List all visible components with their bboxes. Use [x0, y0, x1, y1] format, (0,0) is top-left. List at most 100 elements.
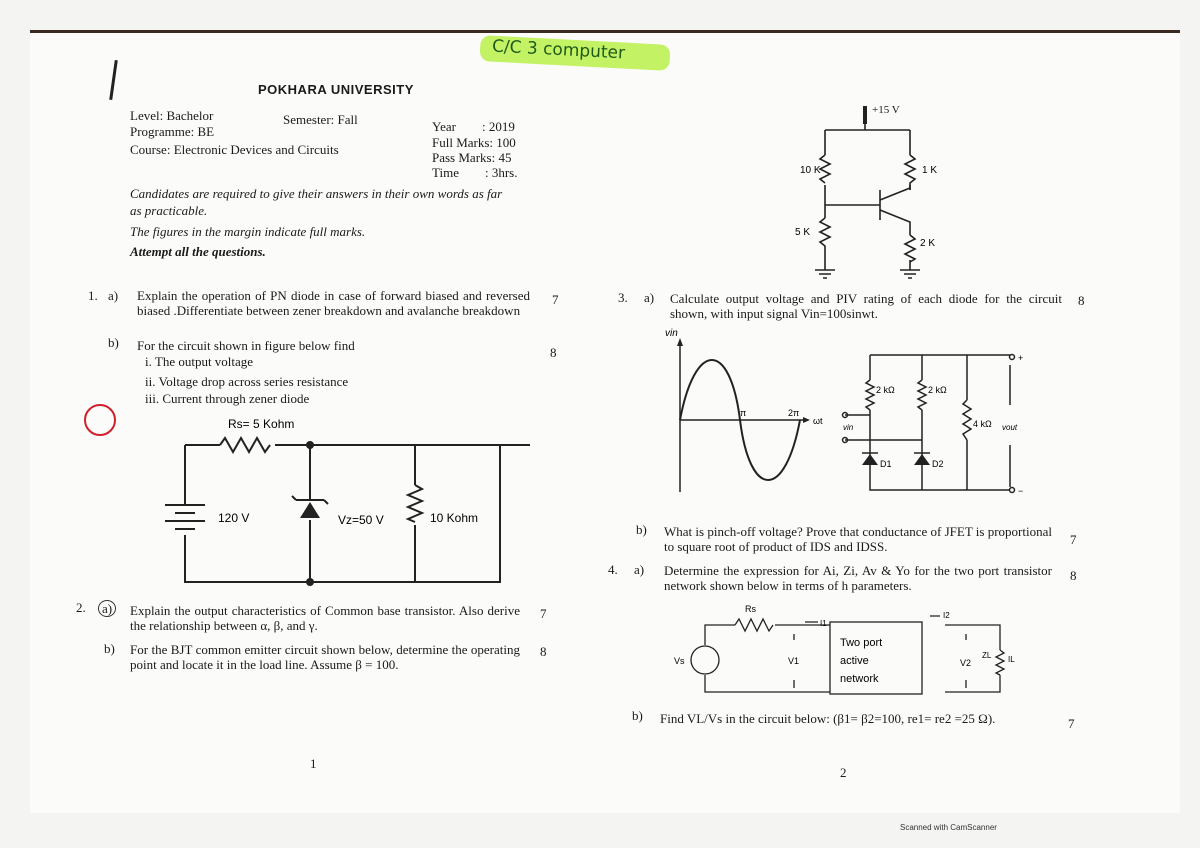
page-number: 2	[840, 765, 847, 780]
q1b-label: b)	[108, 335, 119, 350]
instruction: The figures in the margin indicate full …	[130, 224, 366, 239]
semester: Semester: Fall	[283, 112, 358, 127]
resistor-rc	[903, 154, 917, 190]
rs-label: Rs= 5 Kohm	[228, 417, 294, 431]
box-label-line2: active	[840, 655, 869, 667]
r1-label: 2 kΩ	[876, 385, 895, 395]
q3b-label: b)	[636, 522, 647, 537]
minus-label: −	[1018, 486, 1023, 496]
q2-number: 2.	[76, 600, 86, 615]
q1a-marks: 7	[552, 292, 559, 307]
year: Year : 2019	[432, 119, 515, 134]
time: Time : 3hrs.	[432, 165, 518, 180]
v2-label: V2	[960, 658, 971, 668]
instruction: Attempt all the questions.	[130, 244, 266, 259]
page-number: 1	[310, 756, 317, 771]
zl-label: ZL	[982, 651, 992, 660]
diode-d1	[862, 454, 878, 465]
plus-label: +	[1018, 353, 1023, 363]
instruction: as practicable.	[130, 203, 208, 218]
q4a-marks: 8	[1070, 568, 1077, 583]
sine-curve	[679, 359, 801, 481]
load-resistor	[405, 484, 425, 523]
wire	[184, 444, 530, 583]
x-axis-label: ωt	[813, 416, 823, 426]
load-resistor	[994, 649, 1006, 676]
battery	[165, 504, 205, 530]
bjt-circuit-diagram: 10 K 1 K 5 K 2 K	[795, 106, 937, 279]
d2-label: D2	[932, 459, 944, 469]
i2-label: I2	[943, 611, 950, 620]
q1a-text: Explain the operation of PN diode in cas…	[137, 288, 530, 318]
resistor-rs	[734, 617, 774, 633]
exam-paper	[30, 30, 1180, 813]
vs-label: Vs	[674, 656, 685, 666]
two-pi-tick-label: 2π	[788, 408, 799, 418]
vout-label: vout	[1002, 423, 1018, 432]
y-axis-label: vin	[665, 328, 678, 339]
full-marks: Full Marks: 100	[432, 135, 516, 150]
q4b-label: b)	[632, 708, 643, 723]
q4a-text: Determine the expression for Ai, Zi, Av …	[664, 563, 1052, 593]
q2a-label: a)	[98, 600, 117, 617]
q1b-text: For the circuit shown in figure below fi…	[137, 338, 355, 353]
q4-number: 4.	[608, 562, 618, 577]
resistor-re	[903, 234, 917, 263]
q3b-marks: 7	[1070, 532, 1077, 547]
q4a-label: a)	[634, 562, 645, 577]
course: Course: Electronic Devices and Circuits	[130, 142, 339, 157]
two-port-box	[829, 621, 923, 695]
university-title: POKHARA UNIVERSITY	[258, 82, 414, 97]
q3b-text: What is pinch-off voltage? Prove that co…	[664, 524, 1052, 554]
level: Level: Bachelor	[130, 108, 214, 123]
q3a-label: a)	[644, 290, 655, 305]
q1-number: 1.	[88, 288, 98, 303]
vin-label: vin	[843, 423, 854, 432]
voltage-source	[690, 645, 720, 675]
resistor-r2	[818, 217, 832, 250]
q3-number: 3.	[618, 290, 628, 305]
q1b-item: i. The output voltage	[145, 354, 254, 369]
sine-wave-graph: vin ωt π 2π	[665, 328, 823, 492]
q2b-marks: 8	[540, 644, 547, 659]
rl-label: 4 kΩ	[973, 419, 992, 429]
il-label: IL	[1008, 655, 1015, 664]
q4b-text: Find VL/Vs in the circuit below: (β1= β2…	[660, 711, 996, 726]
resistor-r1	[818, 154, 832, 184]
q2a-marks: 7	[540, 606, 547, 621]
resistor	[916, 379, 928, 411]
diode-d2	[914, 454, 930, 465]
zener-circuit-diagram: Rs= 5 Kohm 120 V Vz=50 V 10 Kohm	[165, 417, 530, 586]
q2b-label: b)	[104, 641, 115, 656]
pi-tick-label: π	[740, 408, 746, 418]
zener-diode	[300, 502, 320, 518]
instruction: Candidates are required to give their an…	[130, 186, 503, 201]
load-label: 10 Kohm	[430, 511, 478, 525]
i1-label: I1	[820, 619, 827, 628]
resistor-rs	[219, 435, 271, 455]
two-port-network-diagram: Rs Vs I1 V1 Two port active network I2 V…	[674, 604, 1015, 695]
q4b-marks: 7	[1068, 716, 1075, 731]
q2b-text: For the BJT common emitter circuit shown…	[130, 642, 520, 672]
q1b-item: iii. Current through zener diode	[145, 391, 310, 406]
pass-marks: Pass Marks: 45	[432, 150, 512, 165]
diode-circuit-diagram: 2 kΩ 2 kΩ 4 kΩ vin vout D1 D2 + −	[841, 353, 1023, 496]
r1-label: 10 K	[800, 165, 821, 176]
q1b-marks: 8	[550, 345, 557, 360]
re-label: 2 K	[920, 238, 935, 249]
q1a-label: a)	[108, 288, 119, 303]
vz-label: Vz=50 V	[338, 513, 384, 527]
source-label: 120 V	[218, 511, 249, 525]
r2-label: 5 K	[795, 227, 810, 238]
q2a-text: Explain the output characteristics of Co…	[130, 603, 520, 633]
resistor	[961, 399, 973, 441]
q1b-item: ii. Voltage drop across series resistanc…	[145, 374, 349, 389]
v1-label: V1	[788, 656, 799, 666]
rc-label: 1 K	[922, 165, 937, 176]
q3a-text: Calculate output voltage and PIV rating …	[670, 291, 1062, 321]
red-circle-annotation	[84, 404, 116, 436]
resistor	[864, 379, 876, 411]
rs-label: Rs	[745, 604, 756, 614]
box-label-line1: Two port	[840, 637, 882, 649]
box-label-line3: network	[840, 673, 879, 685]
